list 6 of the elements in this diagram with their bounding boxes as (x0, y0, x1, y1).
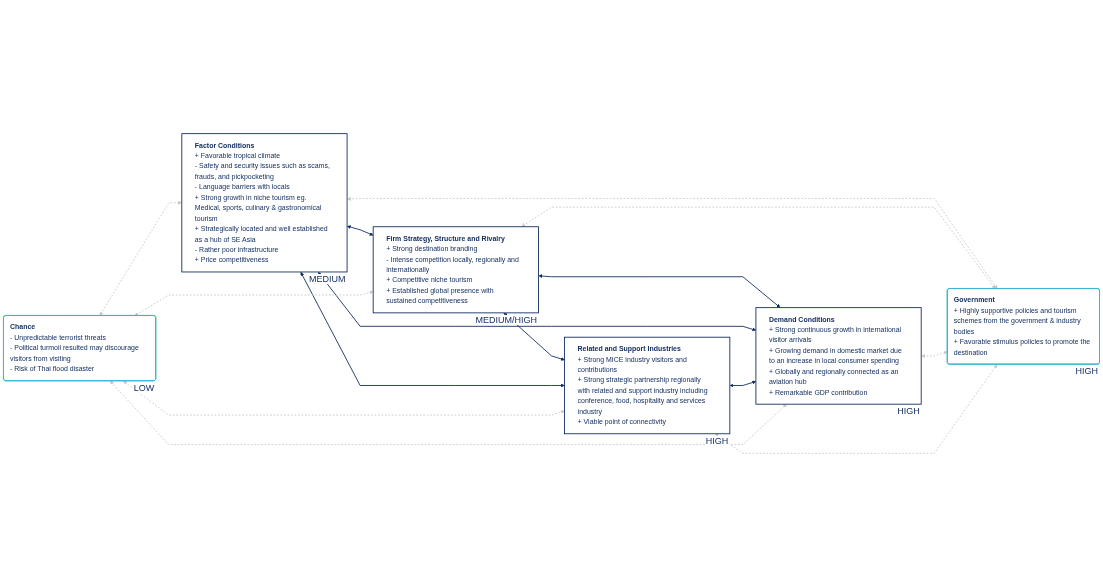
rating-label: MEDIUM (308, 273, 347, 284)
rating-label: MEDIUM/HIGH (474, 314, 538, 325)
rating-label: LOW (132, 382, 156, 393)
rating-label: HIGH (1074, 366, 1099, 377)
rating-label: HIGH (896, 406, 921, 417)
rating-label: HIGH (704, 435, 730, 446)
